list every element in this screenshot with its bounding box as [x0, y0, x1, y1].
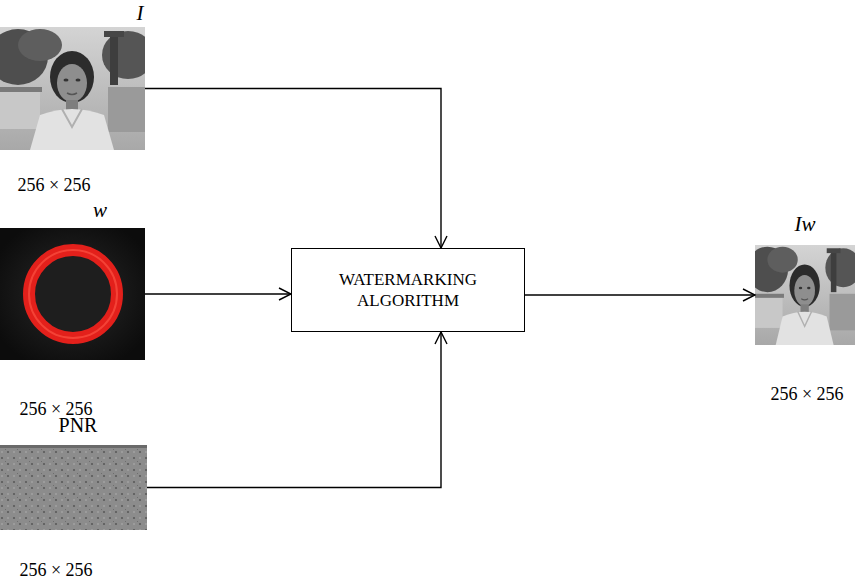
noise-image: [0, 445, 147, 530]
host-image: [0, 27, 154, 150]
flow-arrow: [525, 294, 755, 295]
process-box: WATERMARKING ALGORITHM: [291, 248, 525, 332]
image-block: I256 × 256: [0, 27, 145, 150]
image-block: Iw256 × 256: [755, 245, 855, 345]
dimension-label: 256 × 256: [17, 176, 90, 194]
process-label: WATERMARKING ALGORITHM: [333, 269, 483, 312]
image-name: Iw: [795, 214, 816, 235]
dimension-label: 256 × 256: [770, 385, 843, 403]
flow-arrow: [145, 293, 291, 294]
watermarked-image: [747, 245, 859, 345]
image-name: I: [137, 3, 144, 24]
image-name: PNR: [59, 415, 98, 435]
watermark-image: [0, 228, 145, 360]
flow-arrow: [147, 332, 441, 488]
image-name: w: [93, 200, 107, 221]
dimension-label: 256 × 256: [19, 561, 92, 579]
image-block: PNR256 × 256: [0, 445, 147, 530]
image-block: w256 × 256: [0, 228, 145, 360]
flow-arrow: [145, 89, 441, 249]
